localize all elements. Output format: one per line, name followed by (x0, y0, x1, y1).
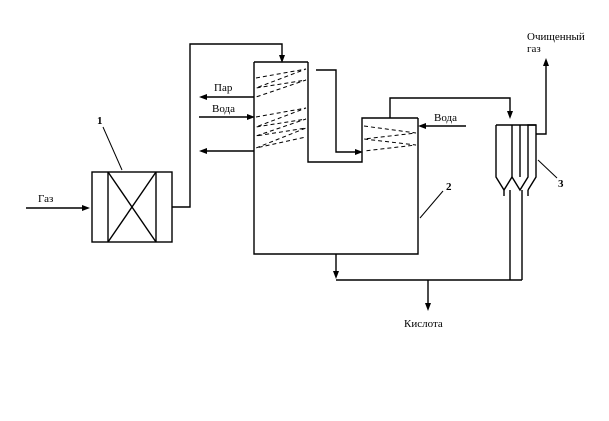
cooling-coil-right (364, 126, 416, 151)
label-gas: Газ (38, 193, 53, 205)
cooling-coil-left (256, 69, 306, 148)
label-steam: Пар (214, 82, 233, 94)
label-water-left: Вода (212, 103, 235, 115)
label-unit-1: 1 (97, 115, 103, 127)
steam-outlet (199, 94, 254, 100)
label-acid: Кислота (404, 318, 443, 330)
leader-2 (420, 191, 443, 218)
acid-collection-line (333, 254, 522, 311)
leader-3 (538, 160, 557, 178)
gas-inlet-stream (26, 205, 90, 211)
pipe-1-to-column (172, 44, 285, 207)
apparatus-3-separator (496, 125, 536, 280)
apparatus-1-filter (92, 172, 172, 242)
water-outlet-left (199, 148, 254, 154)
label-unit-3: 3 (558, 178, 564, 190)
label-clean-gas-1: Очищенный (527, 31, 585, 43)
label-clean-gas-2: газ (527, 43, 541, 55)
leader-1 (103, 127, 122, 170)
clean-gas-outlet (536, 58, 549, 134)
apparatus-2-absorber (254, 62, 418, 254)
label-water-right: Вода (434, 112, 457, 124)
label-unit-2: 2 (446, 181, 452, 193)
